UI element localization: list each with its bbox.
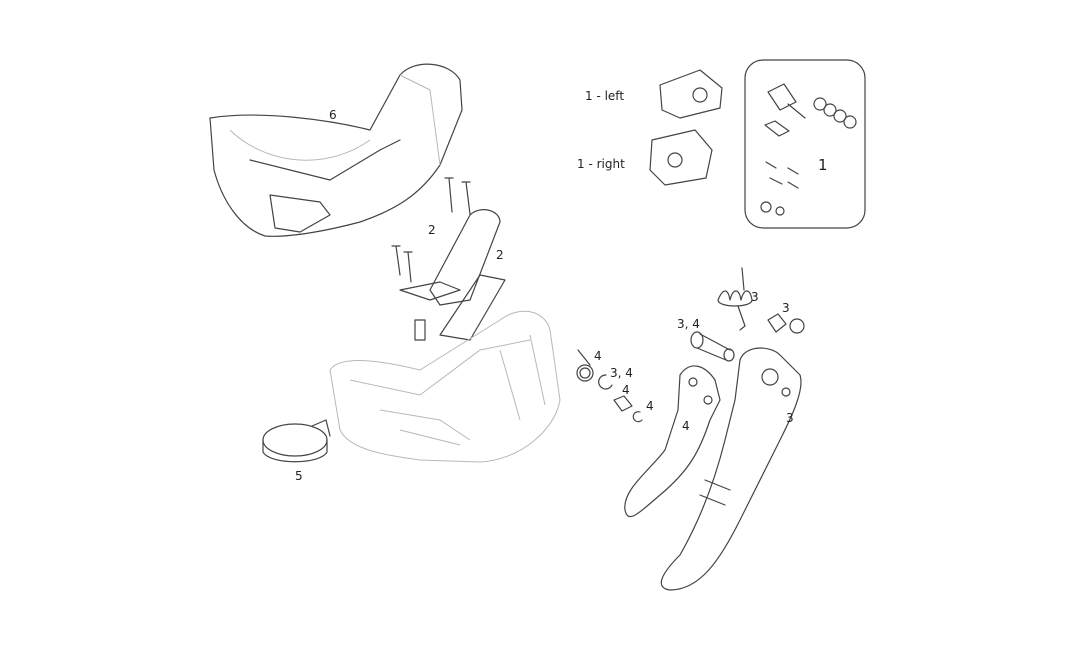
label-clamp-right: 1 - right [577, 157, 625, 171]
label-clip: 3, 4 [610, 366, 633, 380]
shift-lever [624, 365, 721, 517]
label-bracket: 2 [496, 248, 504, 262]
label-bushing: 4 [622, 383, 630, 397]
clip [598, 374, 613, 390]
pivot-pin [690, 331, 735, 362]
label-clamp-left: 1 - left [585, 89, 624, 103]
lever-body-ghost [329, 310, 561, 463]
label-hood: 6 [329, 108, 337, 122]
return-spring [717, 267, 753, 331]
label-pin: 3, 4 [677, 317, 700, 331]
label-brake-lever: 3 [786, 411, 794, 425]
small-parts-kit [744, 59, 866, 229]
label-kit: 1 [818, 156, 828, 174]
label-pivot-nut: 3 [782, 301, 790, 315]
label-e-clip: 4 [646, 399, 654, 413]
band-clamp [262, 419, 331, 463]
clamp-left [659, 69, 723, 119]
label-shift-lever: 4 [682, 419, 690, 433]
hood-part [209, 63, 463, 237]
brake-lever [660, 347, 802, 591]
label-spring: 3 [751, 290, 759, 304]
small-spring [576, 349, 594, 382]
pivot-nut [767, 313, 805, 334]
cylinder-body [399, 209, 506, 341]
clamp-right [649, 129, 713, 186]
label-small-spring: 4 [594, 349, 602, 363]
bushing [613, 395, 633, 412]
label-band-clamp: 5 [295, 469, 303, 483]
e-clip [632, 411, 643, 423]
screws [391, 177, 471, 283]
label-screws: 2 [428, 223, 436, 237]
